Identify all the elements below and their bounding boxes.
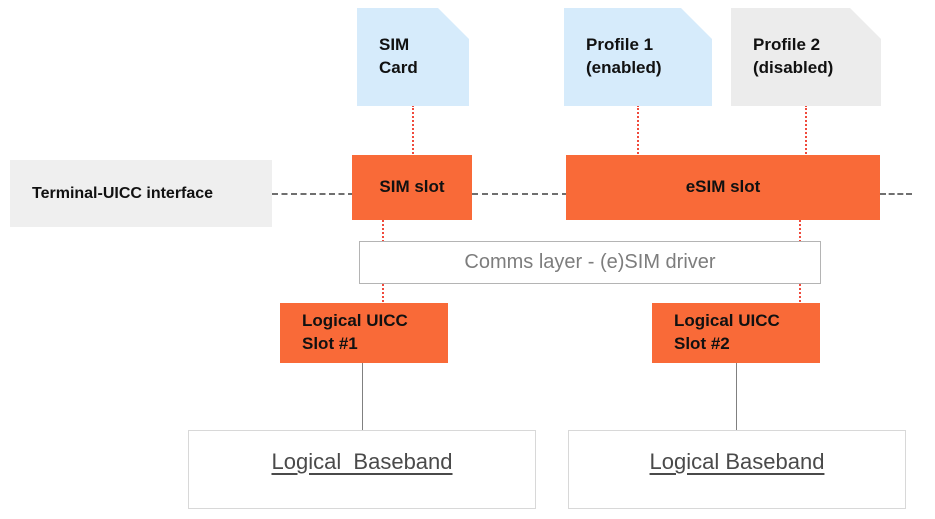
sim-card-node[interactable]: SIM Card [357,8,469,106]
logical-uicc-slot-2-label: Logical UICC Slot #2 [674,311,780,353]
logical-baseband-1-label: Logical Baseband [271,449,453,474]
comms-layer-label: Comms layer - (e)SIM driver [464,251,716,273]
comms-layer-node[interactable]: Comms layer - (e)SIM driver [359,241,821,284]
sim-slot-label: SIM slot [379,177,445,197]
terminal-uicc-interface-label: Terminal-UICC interface [32,184,214,202]
profile-2-node[interactable]: Profile 2 (disabled) [731,8,881,106]
connector-profile2-to-esim-slot [805,105,807,157]
logical-uicc-slot-2-node[interactable]: Logical UICC Slot #2 [652,303,820,363]
logical-uicc-slot-1-label: Logical UICC Slot #1 [302,311,408,353]
connector-terminal-uicc-bus-left [272,193,354,195]
logical-baseband-2-label: Logical Baseband [649,449,825,474]
connector-sim-card-to-sim-slot [412,105,414,157]
connector-terminal-uicc-bus-middle [472,193,568,195]
logical-uicc-slot-1-node[interactable]: Logical UICC Slot #1 [280,303,448,363]
logical-baseband-1-node[interactable]: Logical Baseband [188,430,536,509]
esim-slot-node[interactable]: eSIM slot [566,155,880,220]
terminal-uicc-interface-panel: Terminal-UICC interface [10,160,272,227]
sim-slot-node[interactable]: SIM slot [352,155,472,220]
sim-card-label: SIM Card [379,35,418,77]
esim-slot-label: eSIM slot [685,177,761,197]
connector-profile1-to-esim-slot [637,105,639,157]
connector-logical-uicc-slot-2-to-baseband-2 [736,363,737,430]
profile-1-label: Profile 1 (enabled) [586,35,662,77]
logical-baseband-2-node[interactable]: Logical Baseband [568,430,906,509]
profile-2-label: Profile 2 (disabled) [753,35,834,77]
profile-1-node[interactable]: Profile 1 (enabled) [564,8,712,106]
connector-logical-uicc-slot-1-to-baseband-1 [362,363,363,430]
connector-terminal-uicc-bus-right [880,193,912,195]
